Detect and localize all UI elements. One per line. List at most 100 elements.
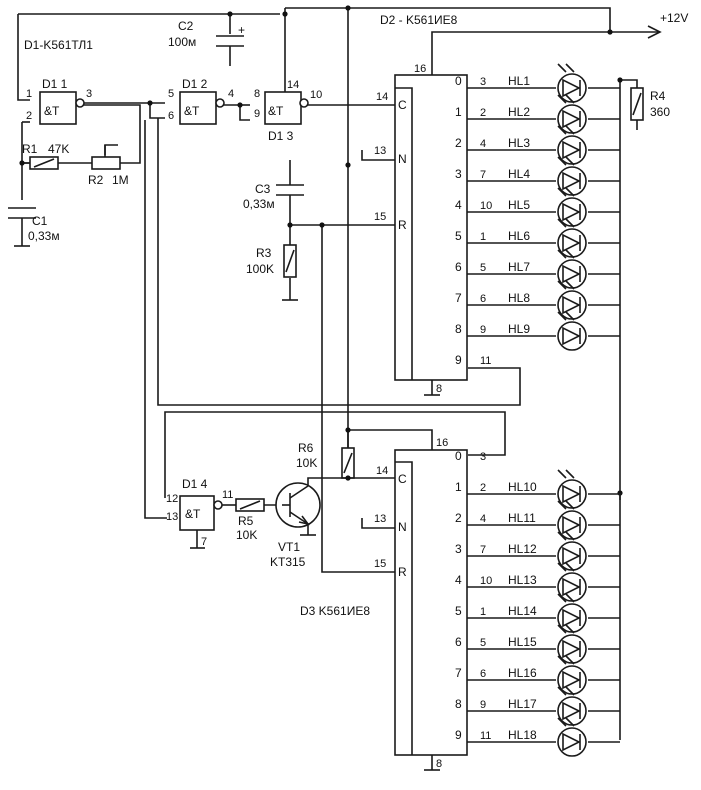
led-icon (557, 156, 587, 196)
d2-pin-gnd: 8 (436, 383, 442, 395)
d2-q-label: 3 (455, 167, 462, 181)
d3-pin-gnd: 8 (436, 758, 442, 770)
d3-led-label: HL15 (508, 635, 537, 649)
d2-pin-number: 11 (480, 355, 491, 367)
led-icon (557, 249, 587, 289)
vt1-type: KT315 (270, 555, 306, 569)
d3-pin-n-num: 13 (374, 513, 386, 525)
counter-d2 (394, 74, 468, 396)
gate-d1-2 (179, 91, 225, 125)
r4-value: 360 (650, 105, 670, 119)
d2-led-label: HL6 (508, 229, 530, 243)
d3-q-label: 4 (455, 573, 462, 587)
r2-name: R2 (88, 173, 104, 187)
supply-label: +12V (660, 11, 688, 25)
d3-q-label: 2 (455, 511, 462, 525)
r1-value: 47K (48, 142, 69, 156)
c1-name: C1 (32, 214, 48, 228)
d3-pin-r-num: 15 (374, 558, 386, 570)
resistor-r5 (222, 498, 282, 512)
d3-led-label: HL13 (508, 573, 537, 587)
gate-d1-4-pin-b: 13 (166, 511, 178, 523)
d3-pin-number: 3 (480, 451, 486, 463)
gate-d1-2-symbol: &T (184, 104, 200, 118)
d3-pin-vcc: 16 (436, 437, 448, 449)
led-icon (557, 187, 587, 227)
gate-d1-3-pin-b: 9 (254, 108, 260, 120)
led-icon (557, 655, 587, 695)
d2-led-label: HL2 (508, 105, 530, 119)
d3-q-label: 0 (455, 449, 462, 463)
d2-led-label: HL5 (508, 198, 530, 212)
gate-d1-1-pin-b: 2 (26, 110, 32, 122)
d2-title: D2 - K561ИЕ8 (380, 13, 458, 27)
r5-name: R5 (238, 514, 254, 528)
d2-pin-number: 4 (480, 138, 486, 150)
d3-led-label: HL14 (508, 604, 537, 618)
led-icon (557, 63, 587, 103)
led-icon (557, 531, 587, 571)
d2-q-label: 2 (455, 136, 462, 150)
r4-name: R4 (650, 89, 666, 103)
gate-d1-2-pin-a: 5 (168, 88, 174, 100)
gate-d1-2-name: D1 2 (182, 77, 208, 91)
gate-d1-1-symbol: &T (44, 104, 60, 118)
d3-pin-number: 9 (480, 699, 486, 711)
c3-name: C3 (255, 182, 271, 196)
d3-pin-number: 6 (480, 668, 486, 680)
counter-d3 (394, 449, 468, 771)
r5-value: 10K (236, 528, 257, 542)
gate-d1-1-name: D1 1 (42, 77, 68, 91)
d3-q-label: 9 (455, 728, 462, 742)
gate-d1-4-name: D1 4 (182, 477, 208, 491)
led-icon (557, 500, 587, 540)
c1-value: 0,33м (28, 229, 60, 243)
r6-name: R6 (298, 441, 314, 455)
d3-pin-number: 7 (480, 544, 486, 556)
d2-led-label: HL7 (508, 260, 530, 274)
gate-d1-1 (39, 91, 85, 125)
d3-pin-number: 5 (480, 637, 486, 649)
d2-q-label: 0 (455, 74, 462, 88)
gate-d1-1-pin-a: 1 (26, 88, 32, 100)
gate-d1-3-symbol: &T (268, 104, 284, 118)
d2-q-label: 8 (455, 322, 462, 336)
r1-name: R1 (22, 142, 38, 156)
d3-q-label: 8 (455, 697, 462, 711)
d3-pin-number: 1 (480, 606, 486, 618)
d2-led-label: HL3 (508, 136, 530, 150)
supply-arrow (647, 25, 662, 39)
r3-name: R3 (256, 246, 272, 260)
d2-pin-n-label: N (398, 152, 407, 166)
gate-d1-3-pin-out: 10 (310, 89, 322, 101)
potentiometer-r2 (91, 145, 121, 170)
d3-title: D3 K561ИЕ8 (300, 604, 370, 618)
capacitor-c1 (8, 207, 36, 246)
d2-q-label: 4 (455, 198, 462, 212)
d3-pin-number: 10 (480, 575, 492, 587)
capacitor-c3 (276, 184, 304, 196)
d2-pin-number: 2 (480, 107, 486, 119)
led-icon (557, 218, 587, 258)
wiring-top (17, 7, 660, 573)
d2-pin-number: 1 (480, 231, 486, 243)
led-icon (557, 624, 587, 664)
led-icon (557, 125, 587, 165)
d3-pin-number: 11 (480, 730, 491, 742)
led-icon (557, 94, 587, 134)
gate-d1-4-pin-gnd: 7 (201, 536, 207, 548)
